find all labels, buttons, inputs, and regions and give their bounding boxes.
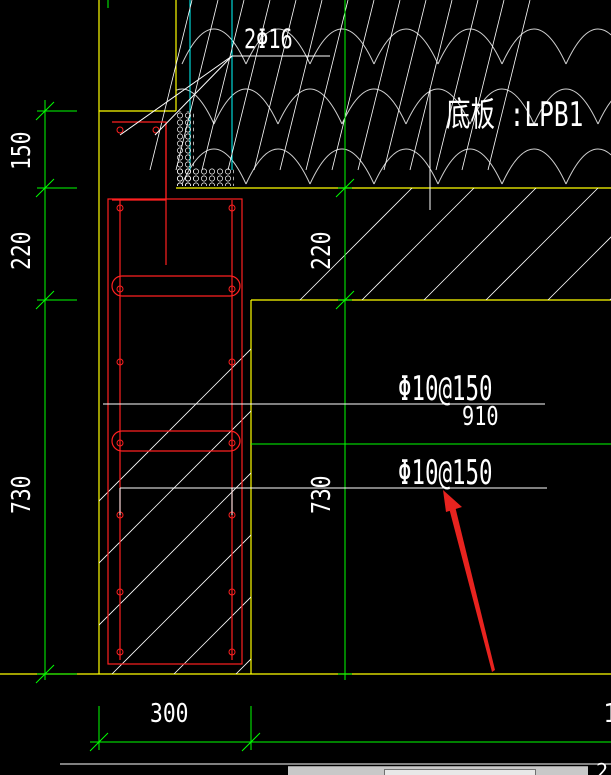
rebar-dot xyxy=(116,285,124,293)
rebar-dot xyxy=(228,648,236,656)
rebar-callout-1: Φ10@150 xyxy=(398,368,493,408)
rebar-dot xyxy=(116,648,124,656)
dimension-lines xyxy=(35,0,611,752)
dim-mid-220: 220 xyxy=(306,231,337,270)
rebar-dot xyxy=(152,126,160,134)
dim-left-150: 150 xyxy=(6,131,37,170)
dim-left-220: 220 xyxy=(6,231,37,270)
rebar-dot xyxy=(116,439,124,447)
rebar-cage xyxy=(107,121,243,665)
red-arrow-icon xyxy=(443,490,495,672)
leader-lines xyxy=(60,55,611,765)
rebar-dot xyxy=(228,439,236,447)
rebar-callout-1-sub: 910 xyxy=(462,402,499,432)
dim-bottom-300: 300 xyxy=(150,698,189,729)
slab-label: 底板 :LPB1 xyxy=(446,95,583,134)
dim-bottom-partial: 1 xyxy=(603,699,611,729)
dim-left-730: 730 xyxy=(6,475,37,514)
rebar-dot xyxy=(228,204,236,212)
rebar-dot xyxy=(228,588,236,596)
concrete-outline xyxy=(0,0,611,675)
rebar-dot xyxy=(228,285,236,293)
scrollbar-thumb[interactable] xyxy=(384,769,536,775)
dim-mid-730: 730 xyxy=(306,475,337,514)
dim-corner-partial: 2 xyxy=(596,759,608,775)
rebar-dot xyxy=(116,126,124,134)
waterproof-detail xyxy=(149,0,531,186)
rebar-dot xyxy=(228,358,236,366)
top-rebar-label: 2Φ16 xyxy=(244,23,293,55)
rebar-callout-2: Φ10@150 xyxy=(398,452,493,492)
rebar-dot xyxy=(116,358,124,366)
rebar-dot xyxy=(116,204,124,212)
horizontal-scrollbar[interactable] xyxy=(288,766,588,775)
rebar-dots xyxy=(116,126,236,656)
rebar-dot xyxy=(116,588,124,596)
